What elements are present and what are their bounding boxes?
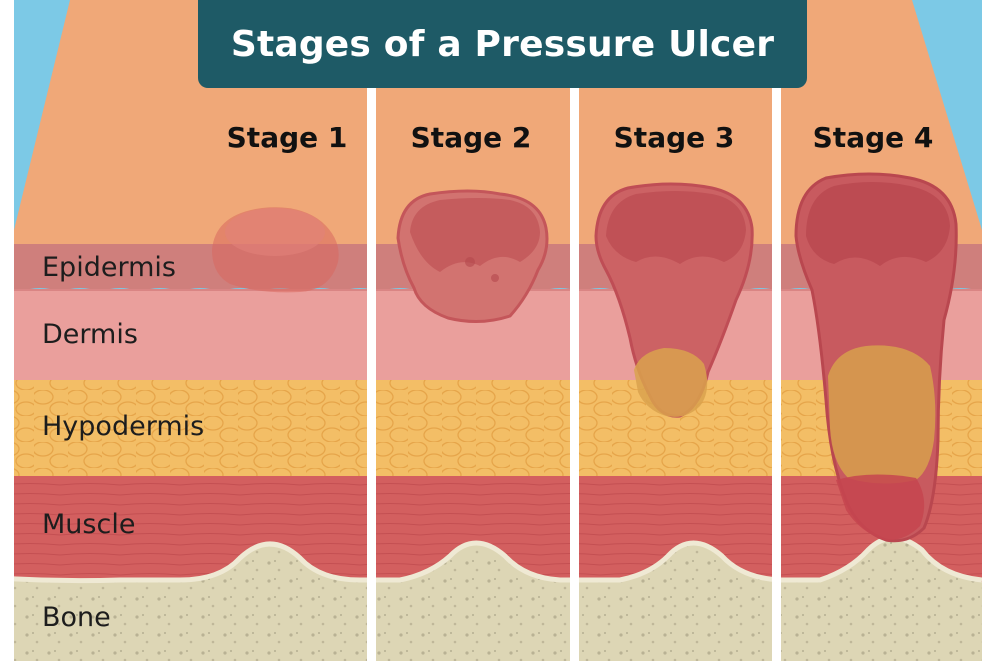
stage-divider-3 (772, 88, 781, 661)
layer-label-epidermis: Epidermis (42, 254, 176, 281)
stage-label-3: Stage 3 (611, 124, 737, 152)
title-banner: Stages of a Pressure Ulcer (198, 0, 807, 88)
layer-label-dermis: Dermis (42, 321, 138, 348)
layer-label-bone: Bone (42, 604, 111, 631)
stage-divider-1 (367, 88, 376, 661)
stage-label-1: Stage 1 (224, 124, 350, 152)
stage-divider-2 (570, 88, 579, 661)
layer-label-muscle: Muscle (42, 511, 135, 538)
stage-label-2: Stage 2 (408, 124, 534, 152)
page-title: Stages of a Pressure Ulcer (231, 24, 774, 65)
layer-label-hypodermis: Hypodermis (42, 413, 204, 440)
stage-label-4: Stage 4 (810, 124, 936, 152)
